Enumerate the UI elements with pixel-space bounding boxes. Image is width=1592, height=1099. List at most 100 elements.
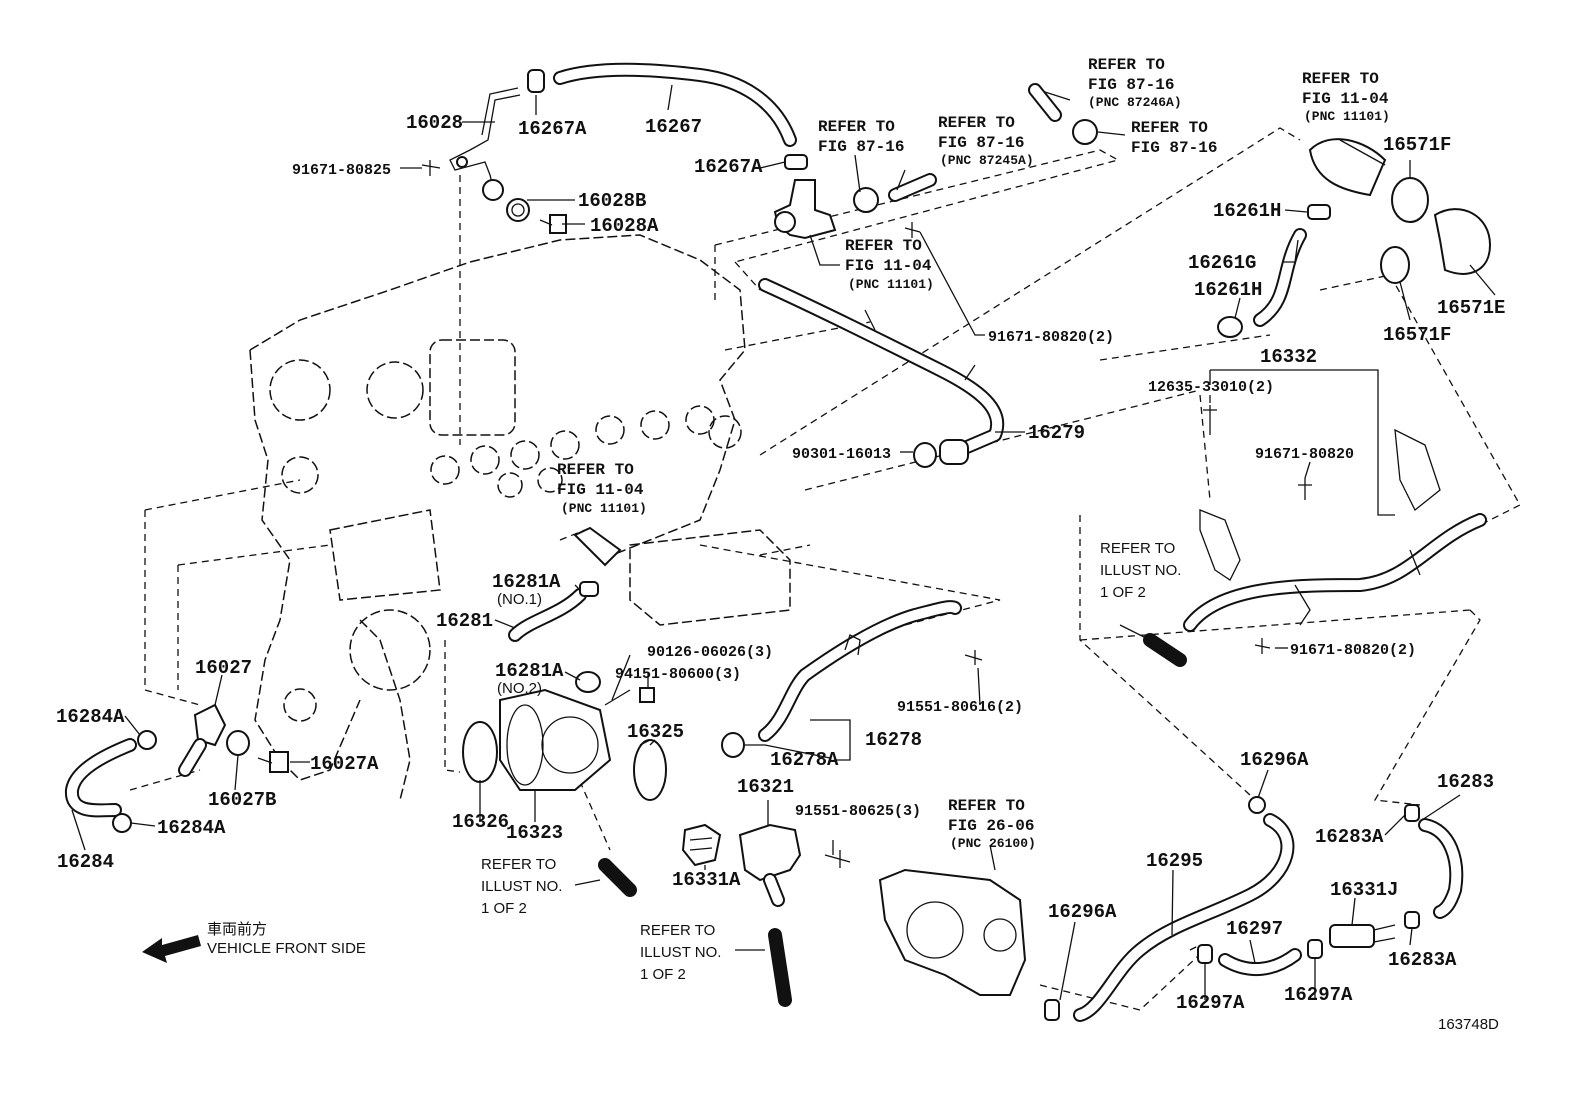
label-12635-33010-2: 12635-33010(2)	[1148, 379, 1274, 396]
part-90126-06026-stud	[604, 689, 631, 706]
label-91671-80820-2-top: 91671-80820(2)	[988, 329, 1114, 346]
label-16283: 16283	[1437, 771, 1494, 793]
svg-text:1 OF 2: 1 OF 2	[640, 966, 686, 983]
part-91671-80820-bolt-top	[904, 222, 921, 238]
label-16297A-left: 16297A	[1176, 992, 1245, 1014]
svg-text:REFER TO: REFER TO	[948, 797, 1025, 815]
part-16296A-clamp-bot	[1044, 999, 1060, 1021]
label-16028: 16028	[406, 112, 463, 134]
part-91671-80820-bolt-bot	[1254, 638, 1271, 654]
part-90301-16013-oring	[913, 442, 937, 468]
svg-text:FIG 11-04: FIG 11-04	[1302, 90, 1389, 108]
part-16283A-clamp-top	[1404, 804, 1420, 822]
part-16027A-bolt	[257, 751, 289, 773]
svg-text:ILLUST NO.: ILLUST NO.	[640, 944, 721, 961]
reference-notes: REFER TO FIG 87-16 (PNC 87246A) REFER TO…	[481, 56, 1390, 983]
svg-text:ILLUST NO.: ILLUST NO.	[481, 878, 562, 895]
label-16571E: 16571E	[1437, 297, 1505, 319]
part-16325-gasket	[633, 739, 667, 801]
label-16027B: 16027B	[208, 789, 276, 811]
svg-text:ILLUST NO.: ILLUST NO.	[1100, 562, 1181, 579]
ref-throttle-body	[878, 868, 1027, 996]
label-no1: (NO.1)	[497, 591, 542, 608]
label-91551-80625-3: 91551-80625(3)	[795, 803, 921, 820]
part-91671-80825-bolt	[421, 160, 441, 176]
part-16261H-clamp-top	[1307, 204, 1331, 220]
engine-block-outline	[249, 234, 791, 801]
ref-illust-bot: REFER TO ILLUST NO. 1 OF 2	[640, 922, 721, 983]
label-16284A-bot: 16284A	[157, 817, 226, 839]
ref-fig-11-04-mid: REFER TO FIG 11-04 (PNC 11101)	[845, 237, 934, 292]
part-94151-80600-nut	[639, 687, 655, 703]
ref-fig-87-16-left: REFER TO FIG 87-16	[818, 118, 904, 156]
ref-clamp-87-16-left	[853, 187, 879, 213]
label-16267A-top: 16267A	[518, 118, 587, 140]
label-16028A: 16028A	[590, 215, 659, 237]
part-16571F-clamp-bot	[1380, 246, 1410, 284]
svg-text:FIG 11-04: FIG 11-04	[557, 481, 644, 499]
ref-hose-illust-right	[1143, 633, 1187, 667]
svg-text:REFER TO: REFER TO	[818, 118, 895, 136]
part-16028-pipe	[449, 87, 521, 201]
ref-clamp-87-16-right	[1072, 119, 1098, 145]
part-intake-duct	[1308, 138, 1387, 197]
svg-text:REFER TO: REFER TO	[481, 856, 556, 873]
ref-fitting-11101-mid	[573, 526, 622, 567]
label-16332: 16332	[1260, 346, 1317, 368]
part-16331A-thermostat	[681, 823, 722, 867]
front-side-en: VEHICLE FRONT SIDE	[207, 940, 366, 957]
label-16283A-top: 16283A	[1315, 826, 1384, 848]
ref-fig-87-16-pnc-87246a: REFER TO FIG 87-16 (PNC 87246A)	[1088, 56, 1182, 110]
label-91551-80616-2: 91551-80616(2)	[897, 699, 1023, 716]
ref-fig-87-16-right: REFER TO FIG 87-16	[1131, 119, 1217, 157]
part-12635-33010-bolt	[1203, 405, 1217, 435]
part-16332-pipe	[1183, 428, 1487, 632]
part-16297A-clamp-right	[1307, 939, 1323, 959]
label-91671-80820-2-bot: 91671-80820(2)	[1290, 642, 1416, 659]
svg-text:REFER TO: REFER TO	[845, 237, 922, 255]
label-16261H-bot: 16261H	[1194, 279, 1262, 301]
label-no2: (NO.2)	[497, 680, 542, 697]
part-16279-pipe	[758, 278, 1005, 465]
svg-text:FIG 26-06: FIG 26-06	[948, 817, 1034, 835]
svg-text:(PNC 11101): (PNC 11101)	[1304, 109, 1390, 124]
part-16278-pipe	[758, 600, 962, 742]
label-16284A-top: 16284A	[56, 706, 125, 728]
label-16323: 16323	[506, 822, 563, 844]
part-16028B-clamp	[506, 198, 530, 222]
svg-text:1 OF 2: 1 OF 2	[481, 900, 527, 917]
part-16281A-clamp-no1	[579, 581, 599, 597]
label-91671-80825: 91671-80825	[292, 162, 391, 179]
label-16326: 16326	[452, 811, 509, 833]
part-16284A-clamp-bot	[112, 813, 132, 833]
svg-text:(PNC 11101): (PNC 11101)	[848, 277, 934, 292]
svg-text:REFER TO: REFER TO	[1302, 70, 1379, 88]
vehicle-front-indicator: 車両前方 VEHICLE FRONT SIDE	[142, 921, 366, 963]
part-16281A-clamp-no2	[575, 671, 601, 693]
label-16296A-bot: 16296A	[1048, 901, 1117, 923]
part-16571F-clamp-top	[1391, 177, 1429, 223]
svg-text:REFER TO: REFER TO	[1088, 56, 1165, 74]
label-16571F-bot: 16571F	[1383, 324, 1451, 346]
label-16281: 16281	[436, 610, 493, 632]
part-16323-housing	[499, 688, 612, 791]
label-16278A: 16278A	[770, 749, 839, 771]
label-16297: 16297	[1226, 918, 1283, 940]
svg-text:REFER TO: REFER TO	[640, 922, 715, 939]
dashed-leaders	[129, 127, 1521, 1011]
part-16331J-valve	[1329, 924, 1396, 948]
part-16027B-gasket	[226, 730, 250, 756]
label-16027: 16027	[195, 657, 252, 679]
label-16325: 16325	[627, 721, 684, 743]
part-16571E-elbow	[1433, 208, 1492, 275]
label-16295: 16295	[1146, 850, 1203, 872]
label-16296A-top: 16296A	[1240, 749, 1309, 771]
label-16028B: 16028B	[578, 190, 646, 212]
diagram-id: 163748D	[1438, 1016, 1499, 1033]
label-16331A: 16331A	[672, 869, 741, 891]
part-16326-gasket	[462, 721, 498, 783]
svg-text:REFER TO: REFER TO	[938, 114, 1015, 132]
part-16261H-clamp-bot	[1217, 316, 1243, 338]
part-16284A-clamp-top	[137, 730, 157, 750]
label-16571F-top: 16571F	[1383, 134, 1451, 156]
